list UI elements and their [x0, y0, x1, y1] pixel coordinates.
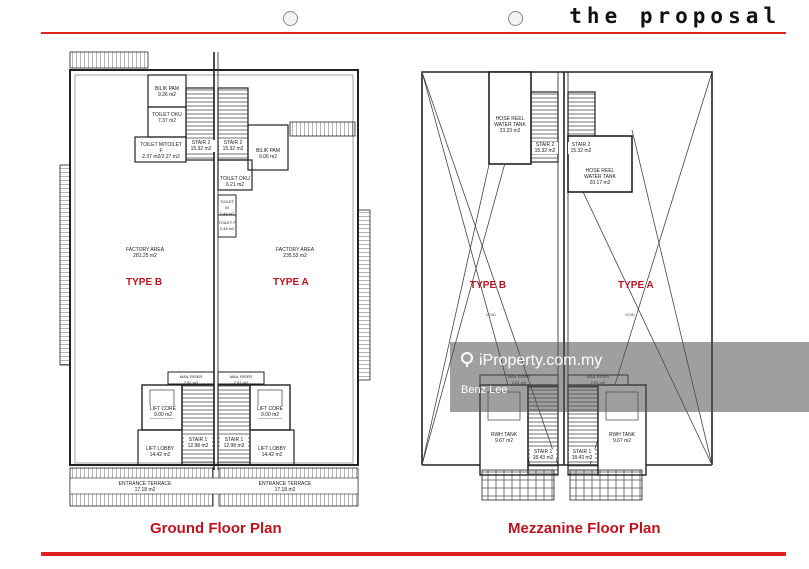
watermark-band — [450, 342, 809, 412]
mezzanine-floor-caption: Mezzanine Floor Plan — [508, 520, 661, 537]
void-label-b: VOID — [486, 312, 496, 317]
location-pin-icon — [461, 352, 473, 367]
punch-hole-left — [283, 11, 298, 26]
mezz-type-a-label: TYPE A — [618, 280, 654, 291]
type-a-label: TYPE A — [273, 277, 309, 288]
type-b-label: TYPE B — [126, 277, 163, 288]
ground-floor-caption: Ground Floor Plan — [150, 520, 282, 537]
mezz-type-b-label: TYPE B — [470, 280, 507, 291]
watermark-brand: iProperty.com.my — [479, 352, 603, 369]
bottom-divider — [41, 552, 786, 556]
top-divider — [41, 32, 786, 34]
punch-hole-right — [508, 11, 523, 26]
page-title: the proposal — [569, 4, 781, 28]
room-label — [374, 313, 634, 319]
watermark-agent: Benz Lee — [461, 384, 508, 396]
ground-floor-plan — [59, 51, 371, 507]
void-label-a: VOID — [625, 312, 635, 317]
